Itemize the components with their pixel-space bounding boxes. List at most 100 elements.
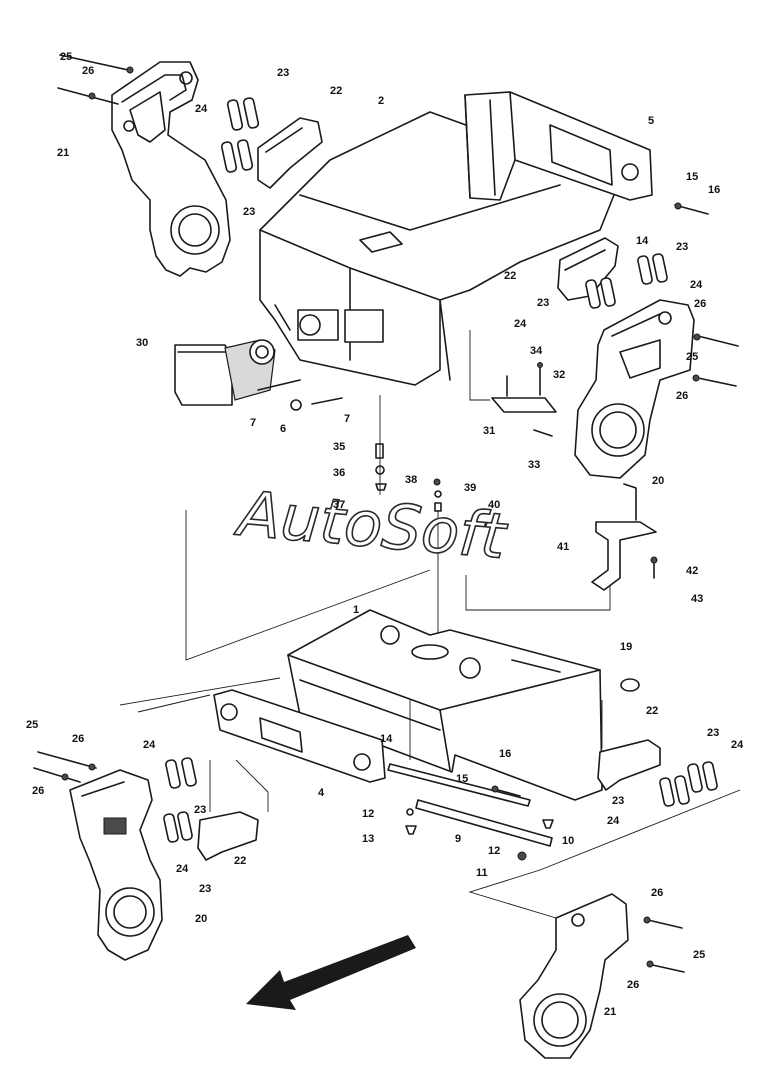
callout-20: 20 <box>652 475 664 487</box>
bolt-25-lower-left <box>33 751 97 783</box>
callout-15: 15 <box>456 773 468 785</box>
callout-23: 23 <box>676 241 688 253</box>
callout-25: 25 <box>60 51 72 63</box>
callout-5: 5 <box>648 115 654 127</box>
callout-43: 43 <box>691 593 703 605</box>
cross-beam-5 <box>464 91 653 201</box>
callout-26: 26 <box>32 785 44 797</box>
callout-37: 37 <box>333 499 345 511</box>
callout-25: 25 <box>26 719 38 731</box>
callout-42: 42 <box>686 565 698 577</box>
callout-14: 14 <box>636 235 649 247</box>
shim-pack-lower-left <box>163 757 197 843</box>
callout-23: 23 <box>199 883 211 895</box>
callout-23: 23 <box>537 297 549 309</box>
callout-24: 24 <box>690 279 703 291</box>
callout-23: 23 <box>612 795 624 807</box>
callout-30: 30 <box>136 337 148 349</box>
callout-25: 25 <box>686 351 698 363</box>
fasteners-35-37 <box>375 443 387 491</box>
callout-24: 24 <box>607 815 620 827</box>
valve-block-30 <box>174 339 276 406</box>
callout-23: 23 <box>243 206 255 218</box>
bracket-22-upper-left <box>257 117 323 189</box>
cap-19 <box>620 678 640 692</box>
callout-24: 24 <box>731 739 744 751</box>
callout-1: 1 <box>353 604 359 616</box>
direction-arrow <box>246 935 416 1010</box>
bolt-7-6 <box>257 379 343 411</box>
callout-16: 16 <box>708 184 720 196</box>
callout-26: 26 <box>72 733 84 745</box>
callout-26: 26 <box>694 298 706 310</box>
bracket-41 <box>591 483 657 591</box>
front-beam-4 <box>213 689 386 783</box>
callout-31: 31 <box>483 425 495 437</box>
callout-26: 26 <box>651 887 663 899</box>
shim-pack-lower-right <box>659 761 718 807</box>
bolt-25-upper-left <box>57 54 134 105</box>
callout-19: 19 <box>620 641 632 653</box>
callout-21: 21 <box>604 1006 616 1018</box>
plate-9 <box>387 763 553 847</box>
callout-7: 7 <box>344 413 350 425</box>
bolt-42-43 <box>650 556 658 579</box>
lower-frame-1 <box>287 609 603 801</box>
callout-39: 39 <box>464 482 476 494</box>
bracket-22-lower-right <box>597 739 661 791</box>
callout-21: 21 <box>57 147 69 159</box>
connection-lines-lower <box>119 677 741 919</box>
callout-22: 22 <box>504 270 516 282</box>
callout-4: 4 <box>318 787 325 799</box>
callout-24: 24 <box>176 863 189 875</box>
callout-13: 13 <box>362 833 374 845</box>
callout-12: 12 <box>488 845 500 857</box>
callout-26: 26 <box>82 65 94 77</box>
callout-26: 26 <box>627 979 639 991</box>
callout-24: 24 <box>195 103 208 115</box>
side-plate-20-upper <box>574 299 695 479</box>
side-plate-21-lower <box>519 893 629 1059</box>
callout-41: 41 <box>557 541 569 553</box>
bolt-25-upper-right <box>692 333 739 387</box>
side-plate-21-upper <box>111 61 231 277</box>
callout-22: 22 <box>234 855 246 867</box>
callout-11: 11 <box>476 867 488 879</box>
bracket-22-lower-left <box>197 811 259 861</box>
callout-34: 34 <box>530 345 543 357</box>
callout-14: 14 <box>380 733 393 745</box>
callout-6: 6 <box>280 423 286 435</box>
callout-40: 40 <box>488 499 500 511</box>
callout-32: 32 <box>553 369 565 381</box>
callout-23: 23 <box>707 727 719 739</box>
callout-22: 22 <box>330 85 342 97</box>
callout-12: 12 <box>362 808 374 820</box>
callout-10: 10 <box>562 835 574 847</box>
callout-24: 24 <box>514 318 527 330</box>
shim-pack-upper-right <box>585 253 668 309</box>
callout-26: 26 <box>676 390 688 402</box>
callout-20: 20 <box>195 913 207 925</box>
callout-25: 25 <box>693 949 705 961</box>
callout-9: 9 <box>455 833 461 845</box>
callout-15: 15 <box>686 171 698 183</box>
fasteners-lower <box>405 785 554 861</box>
bolt-15-16-upper <box>674 202 709 215</box>
side-plate-20-lower <box>69 769 163 961</box>
callout-16: 16 <box>499 748 511 760</box>
callout-23: 23 <box>194 804 206 816</box>
callout-38: 38 <box>405 474 417 486</box>
callout-33: 33 <box>528 459 540 471</box>
callout-7: 7 <box>250 417 256 429</box>
callout-2: 2 <box>378 95 384 107</box>
bracket-31 <box>491 362 557 437</box>
callout-24: 24 <box>143 739 156 751</box>
callout-22: 22 <box>646 705 658 717</box>
shim-pack-upper-left <box>220 97 260 173</box>
callout-36: 36 <box>333 467 345 479</box>
callout-35: 35 <box>333 441 345 453</box>
bolt-25-lower-right <box>643 916 685 973</box>
connection-lines-upper <box>185 330 611 661</box>
